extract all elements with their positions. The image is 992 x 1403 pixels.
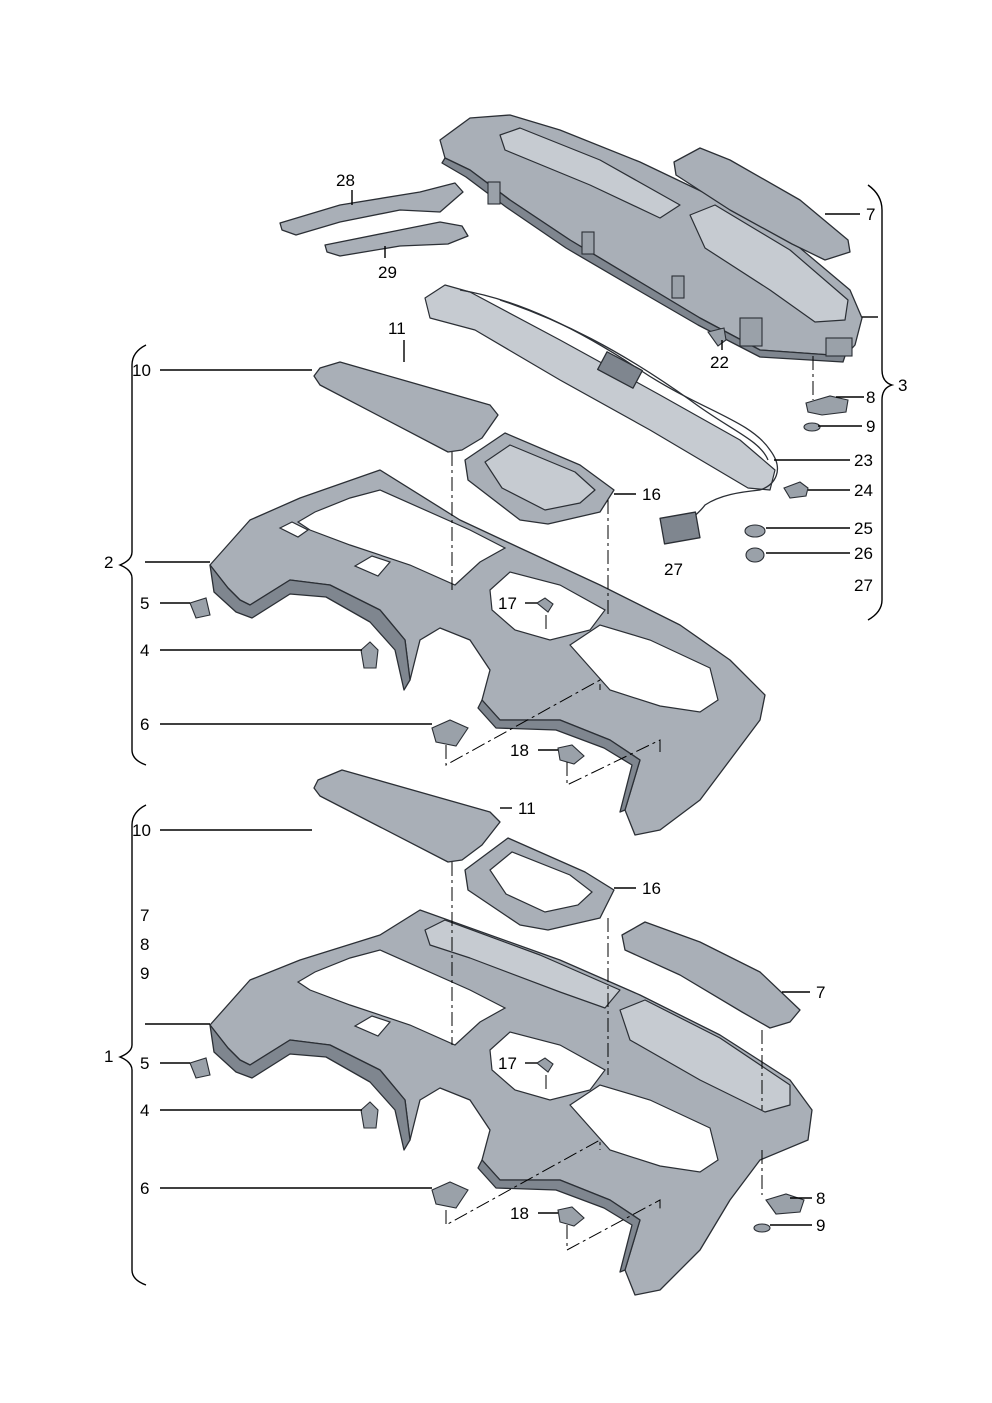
trim-part-28 [279, 182, 464, 236]
label-5-top: 5 [140, 594, 149, 613]
parcel-shelf-2 [209, 469, 766, 836]
label-26: 26 [854, 544, 873, 563]
label-8-top: 8 [866, 388, 875, 407]
label-8-left: 8 [140, 935, 149, 954]
label-8-bottom: 8 [816, 1189, 825, 1208]
label-16-bottom: 16 [642, 879, 661, 898]
insulation-pad-10-top [313, 361, 499, 453]
label-29: 29 [378, 263, 397, 282]
label-6-bottom: 6 [140, 1179, 149, 1198]
label-10-top: 10 [132, 361, 151, 380]
label-3: 3 [898, 376, 907, 395]
leader-lines [145, 190, 878, 1226]
small-parts-middle [189, 597, 585, 765]
label-1: 1 [104, 1047, 113, 1066]
small-parts-bottom [189, 1057, 805, 1233]
label-10-bottom: 10 [132, 821, 151, 840]
label-7-left: 7 [140, 906, 149, 925]
label-18-bottom: 18 [510, 1204, 529, 1223]
label-9-bottom: 9 [816, 1216, 825, 1235]
label-11-bottom: 11 [518, 799, 536, 818]
brace-group-3 [867, 184, 895, 621]
label-5-bottom: 5 [140, 1054, 149, 1073]
label-9-top: 9 [866, 417, 875, 436]
trim-part-29 [324, 221, 469, 257]
upper-shelf-part [439, 114, 863, 363]
label-11-top: 11 [388, 319, 406, 338]
label-16-top: 16 [642, 485, 661, 504]
parcel-shelf-1 [209, 909, 813, 1296]
label-28: 28 [336, 171, 355, 190]
label-17-bottom: 17 [498, 1054, 517, 1073]
label-23: 23 [854, 451, 873, 470]
insulation-pad-10-bottom [313, 769, 501, 863]
label-9-left: 9 [140, 964, 149, 983]
brace-group-1 [118, 804, 147, 1286]
label-18-top: 18 [510, 741, 529, 760]
label-4-bottom: 4 [140, 1101, 149, 1120]
rail-assembly [424, 284, 779, 545]
label-25: 25 [854, 519, 873, 538]
cover-strip-7-bottom [621, 921, 801, 1029]
brace-group-2 [118, 344, 147, 766]
callout-labels: 28 29 7 11 10 22 8 3 9 23 16 24 25 2 26 … [104, 171, 907, 1235]
label-27-b: 27 [854, 576, 873, 595]
cover-strip-7-top [673, 147, 851, 261]
small-parts-top [707, 327, 849, 563]
label-27-a: 27 [664, 560, 683, 579]
label-7-top: 7 [866, 205, 875, 224]
label-4-top: 4 [140, 641, 149, 660]
assembly-lines [445, 356, 814, 1251]
label-6-top: 6 [140, 715, 149, 734]
label-2: 2 [104, 553, 113, 572]
label-22: 22 [710, 353, 729, 372]
label-24: 24 [854, 481, 873, 500]
label-17-top: 17 [498, 594, 517, 613]
label-7-bottom: 7 [816, 983, 825, 1002]
